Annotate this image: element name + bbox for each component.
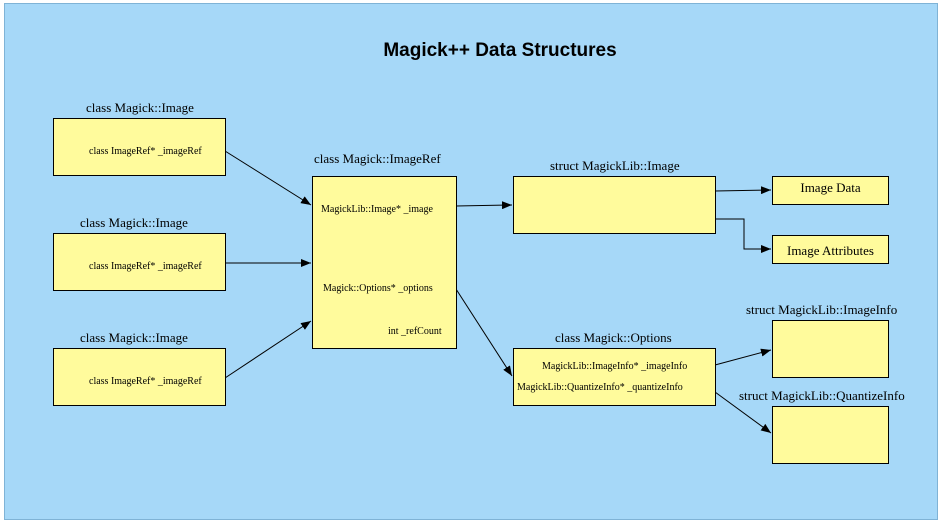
options-field-imageinfo: MagickLib::ImageInfo* _imageInfo [542, 361, 688, 372]
magicklib-image-box [513, 176, 716, 234]
arrow-to-image-attributes [715, 218, 771, 253]
imageref-field-image: MagickLib::Image* _image [321, 204, 433, 215]
image-box-3-field: class ImageRef* _imageRef [89, 376, 202, 387]
image-box-2: class ImageRef* _imageRef [53, 233, 226, 291]
imageref-box: MagickLib::Image* _image Magick::Options… [312, 176, 457, 349]
diagram-title: Magick++ Data Structures [383, 40, 617, 61]
quantizeinfo-box [772, 406, 889, 464]
arrow-to-imageinfo [714, 348, 772, 366]
imageref-label: class Magick::ImageRef [314, 151, 441, 166]
image-box-3: class ImageRef* _imageRef [53, 348, 226, 406]
image-box-2-field: class ImageRef* _imageRef [89, 261, 202, 272]
arrow-image1-to-imageref [224, 150, 312, 206]
options-box: MagickLib::ImageInfo* _imageInfo MagickL… [513, 348, 716, 406]
image-box-1: class ImageRef* _imageRef [53, 118, 226, 176]
options-field-quantizeinfo: MagickLib::QuantizeInfo* _quantizeInfo [517, 382, 683, 393]
arrow-image3-to-imageref [224, 320, 312, 379]
image-data-text: Image Data [800, 180, 861, 195]
image-box-1-field: class ImageRef* _imageRef [89, 146, 202, 157]
image-data-box: Image Data [772, 176, 889, 205]
arrow-image-field-to-magicklib-image [455, 201, 513, 210]
imageref-field-options: Magick::Options* _options [323, 283, 433, 294]
arrow-to-image-data [714, 186, 772, 195]
arrow-options-field-to-options [455, 288, 513, 377]
imageinfo-box [772, 320, 889, 378]
imageref-field-refcount: int _refCount [388, 326, 442, 337]
options-label: class Magick::Options [555, 330, 672, 345]
image-box-3-label: class Magick::Image [80, 330, 188, 345]
image-attributes-box: Image Attributes [772, 235, 889, 264]
arrow-to-quantizeinfo [714, 391, 772, 434]
imageinfo-label: struct MagickLib::ImageInfo [746, 302, 898, 317]
image-box-1-label: class Magick::Image [86, 100, 194, 115]
image-box-2-label: class Magick::Image [80, 215, 188, 230]
magicklib-image-label: struct MagickLib::Image [550, 158, 680, 173]
image-attributes-text: Image Attributes [786, 243, 874, 258]
quantizeinfo-label: struct MagickLib::QuantizeInfo [739, 388, 905, 403]
